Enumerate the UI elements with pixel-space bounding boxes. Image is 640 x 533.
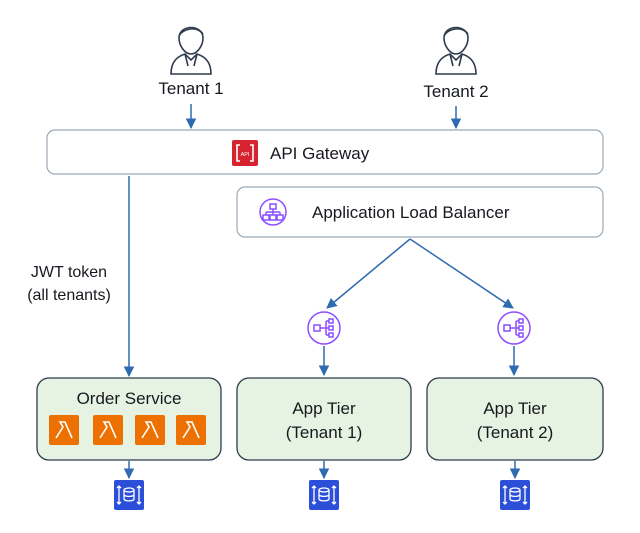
api-gateway-label: API Gateway	[270, 144, 370, 163]
target-group-icon	[497, 311, 531, 345]
app-tier-2-line2: (Tenant 2)	[477, 423, 554, 442]
svg-text:API: API	[241, 152, 250, 158]
app-tier-tenant-2: App Tier (Tenant 2)	[426, 377, 604, 461]
api-gateway-icon: API	[232, 140, 258, 166]
tenant-1-label: Tenant 1	[158, 79, 223, 98]
lambda-icon	[176, 415, 206, 445]
api-gateway-bar	[46, 129, 604, 175]
database-icon	[500, 480, 530, 510]
database-icon	[114, 480, 144, 510]
app-tier-1-line1: App Tier	[292, 399, 356, 418]
app-tier-tenant-1: App Tier (Tenant 1)	[236, 377, 412, 461]
app-tier-1-box	[236, 377, 412, 461]
api-gateway: API API Gateway	[46, 129, 604, 175]
alb-to-tg1-arrow	[326, 238, 411, 309]
tenant-1: Tenant 1	[158, 26, 224, 98]
jwt-note-line2: (all tenants)	[27, 287, 111, 304]
order-service-label: Order Service	[77, 389, 182, 408]
order-service: Order Service	[36, 377, 222, 461]
user-icon	[170, 26, 212, 75]
tenant-2-label: Tenant 2	[423, 82, 488, 101]
load-balancer-icon	[259, 198, 287, 226]
user-icon	[435, 26, 477, 75]
app-tier-1-line2: (Tenant 1)	[286, 423, 363, 442]
lambda-icon	[49, 415, 79, 445]
app-tier-2-box	[426, 377, 604, 461]
alb-to-tg2-arrow	[409, 238, 514, 309]
lambda-icon	[135, 415, 165, 445]
tenant-2: Tenant 2	[423, 26, 489, 101]
database-icon	[309, 480, 339, 510]
order-service-box	[36, 377, 222, 461]
load-balancer-bar	[236, 186, 604, 238]
load-balancer-label: Application Load Balancer	[312, 203, 510, 222]
application-load-balancer: Application Load Balancer	[236, 186, 604, 238]
jwt-note-line1: JWT token	[31, 264, 107, 281]
target-group-icon	[307, 311, 341, 345]
lambda-icon	[93, 415, 123, 445]
app-tier-2-line1: App Tier	[483, 399, 547, 418]
